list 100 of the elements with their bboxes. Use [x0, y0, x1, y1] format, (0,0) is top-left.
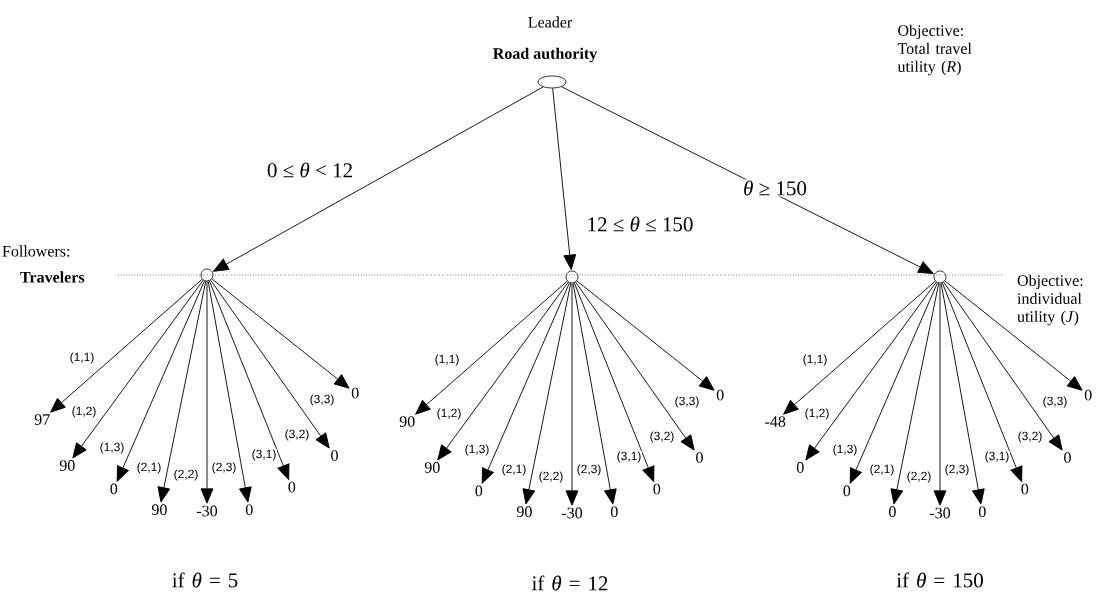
edge-label: (3,1)	[616, 450, 642, 464]
arrow	[849, 282, 938, 484]
edge-label: (1,2)	[804, 407, 830, 421]
edge-label: (1,3)	[99, 441, 125, 455]
payoff-value: 0	[843, 485, 851, 497]
arrow	[573, 282, 655, 482]
node-label: Leader	[528, 16, 573, 28]
payoff-value: 90	[424, 462, 440, 473]
note-text: Objective: individual utility (J)	[1017, 274, 1083, 326]
edge-label: (2,3)	[944, 463, 970, 477]
note-text: if θ = 12	[531, 575, 608, 591]
payoff-value: -30	[929, 507, 951, 519]
arrow	[211, 278, 350, 389]
arrow	[576, 280, 715, 391]
edge-label: (1,2)	[436, 407, 462, 421]
arrow	[437, 281, 569, 461]
edge-label: (2,3)	[576, 463, 602, 477]
root-node: Leader Road authority	[493, 16, 598, 89]
payoff-value: 0	[716, 389, 724, 401]
decision-node	[565, 270, 579, 284]
arrow	[805, 281, 937, 461]
edge-label: (1,2)	[71, 405, 97, 419]
edge-label: (1,1)	[802, 353, 828, 367]
arrow	[572, 282, 617, 505]
arrow	[213, 86, 544, 272]
edge-label: (3,2)	[284, 428, 310, 442]
edge-label: (3,2)	[649, 430, 675, 444]
payoff-value: 0	[288, 481, 296, 493]
arrow	[941, 282, 1023, 482]
edge-label: 0 ≤ θ < 12	[265, 161, 355, 179]
arrow	[783, 280, 936, 415]
note-text: if θ = 5	[172, 572, 238, 588]
arrow	[575, 281, 695, 451]
payoff-value: 0	[110, 483, 118, 495]
payoff-value: -48	[765, 416, 786, 427]
arrow	[552, 87, 577, 270]
edge-label: (3,3)	[309, 393, 335, 407]
arrow	[944, 280, 1083, 391]
payoff-value: 0	[245, 504, 253, 516]
node-label: Road authority	[493, 47, 598, 63]
edge-label: 12 ≤ θ ≤ 150	[585, 215, 695, 233]
payoff-value: 0	[1064, 452, 1071, 463]
arrow	[72, 279, 204, 459]
edge-label: (3,3)	[674, 395, 700, 409]
edge-label: (2,2)	[538, 470, 564, 484]
payoff-value: 0	[978, 506, 986, 518]
arrow	[522, 282, 572, 505]
payoff-value: 0	[331, 450, 338, 461]
edge-label: (2,1)	[136, 461, 162, 475]
edge-label: (2,3)	[211, 461, 237, 475]
note-text: Travelers	[20, 271, 85, 283]
arrow	[933, 282, 947, 506]
arrow	[210, 279, 330, 449]
edge-label: (1,1)	[69, 351, 95, 365]
edge-label: (2,2)	[173, 468, 199, 482]
arrow	[116, 280, 205, 482]
payoff-value: 0	[1084, 389, 1092, 401]
arrow	[208, 280, 290, 480]
arrow	[481, 282, 570, 484]
payoff-value: 97	[34, 414, 50, 425]
arrow	[207, 280, 252, 503]
arrow	[943, 281, 1063, 451]
arrow	[157, 280, 207, 503]
arrow	[561, 86, 934, 275]
decision-node	[933, 270, 947, 284]
note-text: if θ = 150	[896, 572, 983, 588]
arrow	[50, 278, 203, 413]
arrow	[940, 282, 985, 505]
note-text: Followers:	[2, 245, 70, 257]
arrow	[415, 280, 568, 415]
payoff-value: 90	[151, 504, 167, 516]
arrow	[200, 280, 214, 504]
arrow	[890, 282, 940, 505]
payoff-value: 90	[59, 460, 75, 471]
edge-label: (3,2)	[1017, 430, 1043, 444]
payoff-value: 0	[796, 462, 804, 473]
payoff-value: 0	[653, 483, 661, 495]
edge-label: (1,1)	[434, 353, 460, 367]
payoff-value: 0	[1021, 483, 1029, 495]
payoff-value: 0	[351, 387, 359, 399]
note-text: Objective: Total travel utility (R)	[897, 24, 972, 76]
edge-label: (1,3)	[832, 443, 858, 457]
arrow	[565, 282, 579, 506]
edge-label: (2,1)	[501, 463, 527, 477]
payoff-value: 90	[399, 416, 415, 427]
payoff-value: -30	[196, 505, 218, 517]
payoff-value: 0	[610, 506, 618, 518]
payoff-value: 0	[475, 485, 483, 497]
edge-label: (2,1)	[869, 463, 895, 477]
edge-label: θ ≥ 150	[742, 179, 808, 197]
edge-label: (3,1)	[251, 448, 277, 462]
payoff-value: 0	[696, 452, 703, 463]
payoff-value: 0	[889, 506, 896, 518]
edge-label: (2,2)	[906, 470, 932, 484]
edge-label: (1,3)	[464, 443, 490, 457]
payoff-value: 90	[516, 506, 532, 518]
decision-node	[200, 268, 214, 282]
payoff-value: -30	[561, 507, 583, 519]
edge-label: (3,1)	[984, 450, 1010, 464]
edge-label: (3,3)	[1042, 395, 1068, 409]
